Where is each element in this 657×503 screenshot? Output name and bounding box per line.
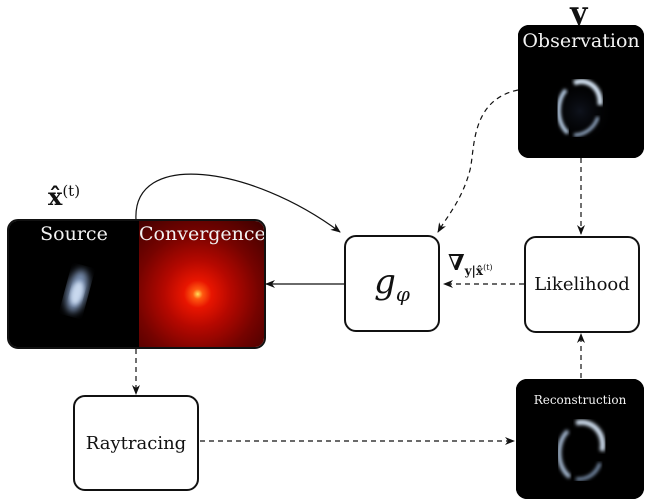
convergence-label: Convergence	[139, 223, 266, 245]
network-subscript: φ	[395, 281, 410, 306]
likelihood-label: Likelihood	[534, 274, 630, 295]
reconstruction-ring-image	[516, 379, 644, 499]
network-symbol: gφ	[374, 261, 410, 306]
observation-variable: y	[570, 0, 588, 31]
arrow-estimate-to-network	[135, 173, 341, 233]
source-estimate-superscript: (t)	[62, 182, 81, 200]
reconstruction-image: Reconstruction	[516, 379, 644, 499]
gradient-sub-superscript: (t)	[483, 263, 493, 273]
estimate-panel: Source Convergence	[7, 219, 266, 349]
observation-label: Observation	[522, 30, 640, 52]
arrow-observation-to-network	[437, 89, 519, 233]
likelihood-box: Likelihood	[524, 236, 640, 333]
gradient-subscript: y|x̂(t)	[464, 263, 493, 279]
source-estimate-variable: x̂(t)	[48, 182, 81, 211]
reconstruction-label: Reconstruction	[533, 393, 627, 407]
network-box: gφ	[344, 235, 440, 332]
source-label: Source	[40, 223, 108, 245]
raytracing-box: Raytracing	[73, 395, 199, 491]
convergence-image: Convergence	[139, 221, 264, 347]
observation-image: Observation	[518, 25, 644, 158]
source-blob-image	[9, 221, 139, 347]
gradient-label: ∇y|x̂(t)	[448, 250, 493, 279]
raytracing-label: Raytracing	[85, 432, 187, 454]
observation-ring-image	[518, 25, 644, 158]
source-image: Source	[9, 221, 139, 347]
